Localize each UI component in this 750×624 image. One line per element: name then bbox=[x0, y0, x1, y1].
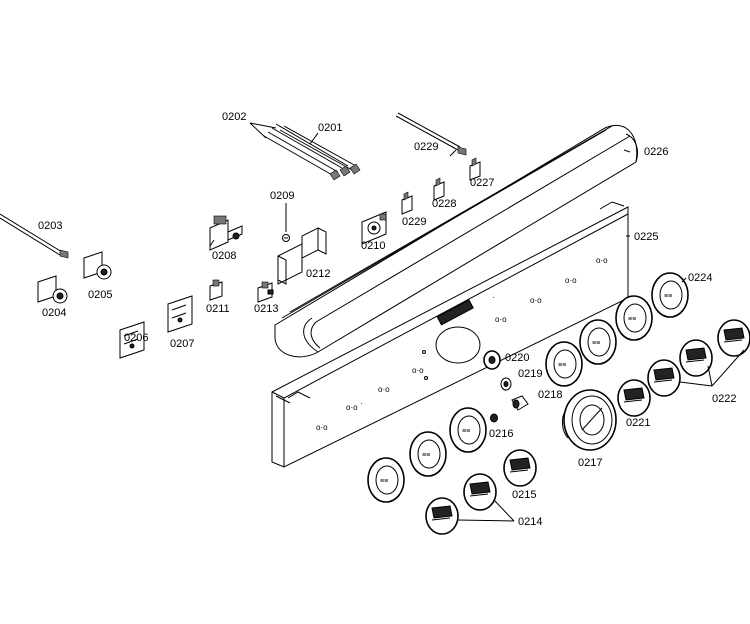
part-0224-dials: ≡≡ ≡≡ ≡≡ ≡≡ bbox=[545, 272, 689, 387]
label-0210: 0210 bbox=[361, 240, 385, 252]
svg-text:≡≡: ≡≡ bbox=[558, 362, 566, 369]
svg-text:o·o: o·o bbox=[565, 276, 577, 285]
part-0227-clip bbox=[469, 157, 481, 181]
part-0216-screw bbox=[490, 413, 498, 423]
label-0216: 0216 bbox=[489, 428, 513, 440]
label-0226: 0226 bbox=[644, 146, 668, 158]
label-0217: 0217 bbox=[578, 457, 602, 469]
svg-text:≡≡: ≡≡ bbox=[462, 428, 470, 435]
part-0225-control-panel: o·o o·o o·o o·o o·o o·o o·o o·o · · bbox=[271, 201, 629, 468]
part-0218-knob-insert bbox=[511, 395, 529, 411]
svg-text:·: · bbox=[360, 399, 363, 408]
label-0228: 0228 bbox=[432, 198, 456, 210]
svg-text:o·o: o·o bbox=[378, 385, 390, 394]
dial-lower-b: ≡≡ bbox=[409, 431, 447, 477]
svg-text:≡≡: ≡≡ bbox=[422, 452, 430, 459]
svg-text:≡≡: ≡≡ bbox=[380, 478, 388, 485]
part-0211-switch bbox=[209, 279, 223, 301]
svg-text:o·o: o·o bbox=[412, 366, 424, 375]
part-0209-screw bbox=[282, 203, 290, 242]
part-0229-probe-top bbox=[395, 112, 467, 157]
part-0228-clip bbox=[433, 177, 445, 201]
knob-0214-a bbox=[463, 473, 497, 511]
part-0203-probe bbox=[0, 213, 69, 259]
label-0222: 0222 bbox=[712, 393, 736, 405]
label-0213: 0213 bbox=[254, 303, 278, 315]
svg-text:o·o: o·o bbox=[596, 256, 608, 265]
svg-text:o·o: o·o bbox=[346, 403, 358, 412]
label-0211: 0211 bbox=[206, 303, 230, 315]
knob-0222-b bbox=[679, 339, 713, 377]
label-0229-top: 0229 bbox=[414, 141, 438, 153]
dial-lower-c: ≡≡ bbox=[367, 457, 405, 503]
label-0212: 0212 bbox=[306, 268, 330, 280]
label-0209: 0209 bbox=[270, 190, 294, 202]
label-0214: 0214 bbox=[518, 516, 542, 528]
dial-0224-b: ≡≡ bbox=[615, 295, 653, 341]
label-0208: 0208 bbox=[212, 250, 236, 262]
label-0201: 0201 bbox=[318, 122, 342, 134]
part-0214-0215-knobs bbox=[425, 449, 537, 535]
label-0206: 0206 bbox=[124, 332, 148, 344]
dial-0224-a: ≡≡ bbox=[651, 272, 689, 318]
dial-0224-d: ≡≡ bbox=[545, 341, 583, 387]
part-0222-knobs bbox=[617, 319, 750, 417]
lower-dials: ≡≡ ≡≡ ≡≡ bbox=[367, 407, 487, 503]
part-0219-clip bbox=[500, 377, 512, 391]
leader-lines bbox=[457, 149, 745, 522]
part-0229-clip bbox=[401, 191, 413, 215]
label-0202: 0202 bbox=[222, 111, 246, 123]
label-0215: 0215 bbox=[512, 489, 536, 501]
svg-text:≡≡: ≡≡ bbox=[628, 316, 636, 323]
knob-0215 bbox=[503, 449, 537, 487]
svg-text:o·o: o·o bbox=[495, 315, 507, 324]
label-0221: 0221 bbox=[626, 417, 650, 429]
svg-text:≡≡: ≡≡ bbox=[592, 340, 600, 347]
part-0217-thermostat-dial bbox=[561, 389, 617, 451]
knob-0222-a bbox=[717, 319, 750, 357]
label-0229-clip: 0229 bbox=[402, 216, 426, 228]
dial-lower-a: ≡≡ bbox=[449, 407, 487, 453]
label-0225: 0225 bbox=[634, 231, 658, 243]
part-0207-board bbox=[167, 295, 193, 333]
part-labels: 0202 0201 0229 0226 0227 0228 0209 0229 … bbox=[38, 111, 736, 528]
label-0220: 0220 bbox=[505, 352, 529, 364]
part-0206-board bbox=[119, 321, 145, 359]
panel-hole-markers: o·o o·o o·o o·o o·o o·o o·o o·o · · bbox=[316, 256, 608, 432]
label-0219: 0219 bbox=[518, 368, 542, 380]
part-0220-ring bbox=[483, 350, 501, 370]
label-0203: 0203 bbox=[38, 220, 62, 232]
part-0213-switch bbox=[257, 281, 274, 303]
part-0210-switch bbox=[361, 211, 387, 245]
label-0207: 0207 bbox=[170, 338, 194, 350]
label-0227: 0227 bbox=[470, 177, 494, 189]
part-0212-bracket bbox=[277, 227, 327, 285]
svg-text:≡≡: ≡≡ bbox=[664, 293, 672, 300]
part-0226-trim-bar bbox=[274, 124, 639, 358]
knob-0214-b bbox=[425, 497, 459, 535]
part-0205-module bbox=[83, 251, 112, 280]
knob-0222-c bbox=[647, 359, 681, 397]
label-0224: 0224 bbox=[688, 272, 712, 284]
dial-0224-c: ≡≡ bbox=[579, 319, 617, 365]
label-0204: 0204 bbox=[42, 307, 66, 319]
knob-0221 bbox=[617, 379, 651, 417]
svg-text:o·o: o·o bbox=[530, 296, 542, 305]
part-0201-0202-rods bbox=[249, 122, 361, 181]
part-0204-module bbox=[37, 275, 68, 304]
svg-text:o·o: o·o bbox=[316, 423, 328, 432]
label-0205: 0205 bbox=[88, 289, 112, 301]
svg-text:·: · bbox=[492, 293, 495, 302]
part-0208-rotary-switch bbox=[209, 215, 243, 251]
label-0218: 0218 bbox=[538, 389, 562, 401]
